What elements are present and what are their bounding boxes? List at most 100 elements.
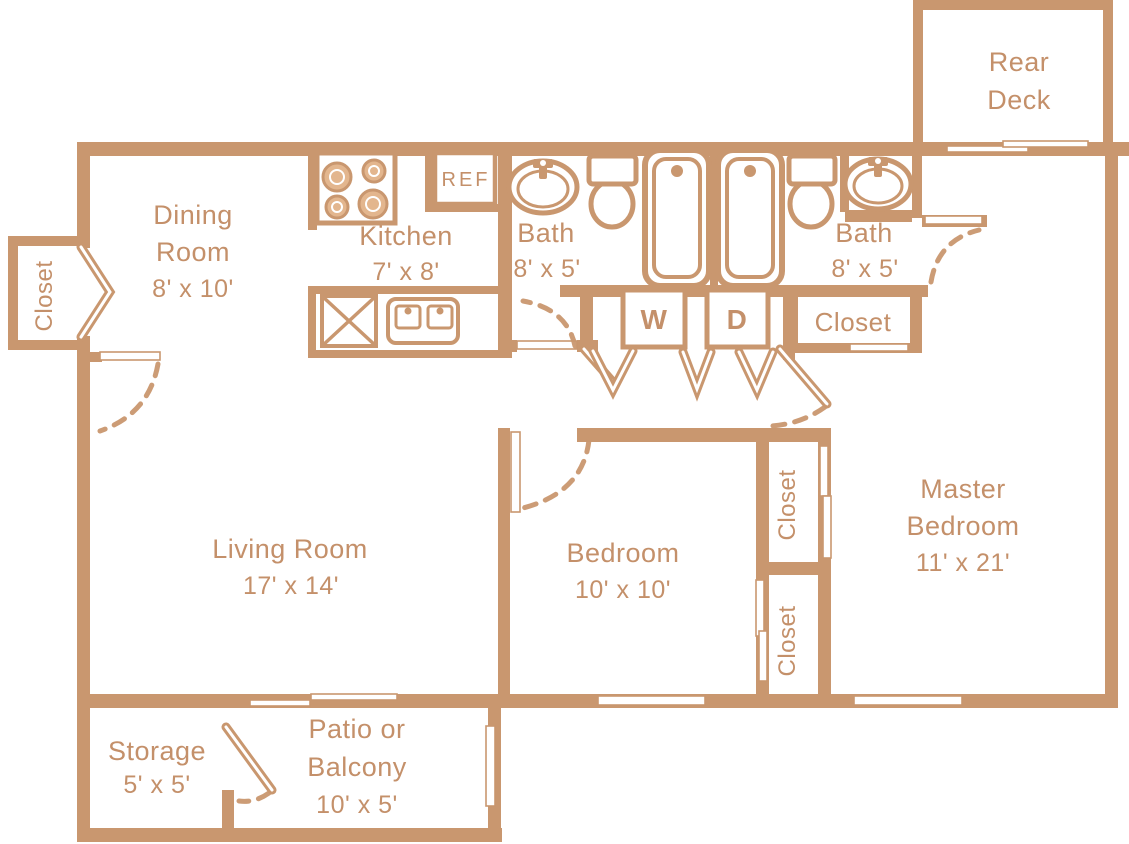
dining-closet-label: Closet (31, 260, 58, 331)
bedroom-closet-bypass-door-2 (758, 630, 768, 682)
deck-slider-panel (946, 145, 1029, 153)
bedroom-label: Bedroom 10' x 10' (566, 538, 679, 604)
svg-text:10' x 10': 10' x 10' (575, 576, 671, 604)
svg-text:Patio or: Patio or (308, 714, 405, 744)
svg-text:Dining: Dining (153, 200, 233, 230)
storage-door-arc (236, 790, 272, 804)
svg-text:8' x 5': 8' x 5' (831, 255, 898, 283)
door-swing-arcs (97, 227, 982, 804)
svg-text:Storage: Storage (108, 736, 206, 766)
kitchen-label: Kitchen 7' x 8' (359, 221, 453, 286)
patio-slider-panel (249, 699, 311, 707)
svg-text:17' x 14': 17' x 14' (243, 572, 339, 600)
kitchen-counter (308, 286, 504, 358)
svg-text:Bath: Bath (517, 218, 575, 248)
refrigerator-icon: REF (425, 150, 498, 212)
closet-column-divider (756, 562, 831, 575)
bath1-label: Bath 8' x 5' (513, 218, 580, 283)
bedroom-door-leaf (510, 431, 521, 513)
bedroom-window (597, 695, 706, 706)
kitchen-right-wall (498, 142, 512, 358)
deck-top-wall (913, 0, 1113, 10)
svg-text:Master: Master (920, 474, 1006, 504)
bath1-door-wall-left (498, 340, 517, 352)
bath1-door-leaf (516, 340, 578, 350)
windows-and-sliders (99, 140, 1089, 807)
storage-divider-wall (222, 790, 234, 842)
svg-text:8' x 10': 8' x 10' (152, 275, 234, 303)
bedroom-door-arc (516, 437, 592, 512)
bedroom-left-wall (498, 428, 510, 708)
master-door-arc (768, 404, 828, 429)
svg-text:Room: Room (156, 237, 230, 267)
bath1-sink-icon (506, 158, 580, 216)
left-wall-lower (77, 336, 90, 842)
bath2-door-arc (928, 227, 982, 285)
fixtures: REF (308, 147, 914, 358)
svg-text:Kitchen: Kitchen (359, 221, 453, 251)
bath2-toilet-icon (786, 153, 838, 230)
dining-closet-bottom-wall (8, 340, 83, 350)
bath2-sink-icon (842, 156, 914, 212)
stove-icon (308, 150, 398, 230)
living-room-label: Living Room 17' x 14' (212, 534, 368, 600)
bath-divider-wall (710, 142, 718, 285)
double-sink-icon (386, 297, 460, 345)
hall-bifold-door (734, 347, 778, 402)
laundry-right-wall (783, 297, 795, 360)
svg-text:Living Room: Living Room (212, 534, 368, 564)
dining-door-leaf (99, 351, 161, 361)
dining-closet-top-wall (8, 236, 83, 246)
bath2-label: Bath 8' x 5' (831, 218, 898, 283)
linen-closet-right-wall (910, 285, 922, 353)
linen-closet-slider (849, 343, 909, 352)
bedroom-closet-bypass-door (755, 579, 765, 637)
patio-side-window (485, 725, 496, 807)
bath1-tub-icon (642, 147, 712, 289)
washer-bifold-door (588, 346, 638, 400)
dining-room-label: Dining Room 8' x 10' (152, 200, 234, 303)
pantry-x-icon (320, 294, 378, 348)
walls (8, 0, 1129, 842)
dryer-bifold-door (678, 347, 716, 402)
dryer-label: D (727, 304, 748, 335)
svg-text:7' x 8': 7' x 8' (372, 258, 439, 286)
dining-door-arc (97, 361, 161, 434)
svg-text:Balcony: Balcony (307, 752, 407, 782)
hall-south-wall (577, 428, 830, 442)
master-closet-label: Closet (774, 469, 801, 540)
svg-text:11' x 21': 11' x 21' (916, 549, 1010, 577)
rear-deck-label: Rear Deck (987, 47, 1051, 115)
bottom-outer-wall (77, 828, 502, 842)
linen-closet-label: Closet (815, 307, 892, 337)
master-window (853, 695, 963, 706)
deck-right-wall (1103, 0, 1113, 152)
svg-text:Deck: Deck (987, 85, 1051, 115)
master-bedroom-label: Master Bedroom 11' x 21' (906, 474, 1019, 577)
washer-label: W (641, 304, 668, 335)
svg-text:Bedroom: Bedroom (906, 511, 1019, 541)
dryer-box: D (704, 287, 771, 350)
dining-closet-left-wall (8, 236, 18, 350)
storage-label: Storage 5' x 5' (108, 736, 206, 799)
bedroom-closet-label: Closet (774, 605, 801, 676)
room-labels: Rear Deck Dining Room 8' x 10' Kitchen 7… (31, 47, 1051, 819)
refrigerator-label: REF (442, 169, 491, 191)
bath2-door-leaf (924, 215, 983, 225)
master-closet-bypass-door (819, 445, 829, 497)
patio-label: Patio or Balcony 10' x 5' (307, 714, 407, 819)
svg-text:8' x 5': 8' x 5' (513, 255, 580, 283)
svg-text:Bedroom: Bedroom (566, 538, 679, 568)
door-leaves (76, 242, 832, 795)
deck-left-wall (913, 0, 923, 152)
dining-closet-bifold-door (76, 242, 116, 342)
bath1-door-arc (520, 298, 578, 349)
dining-door-stub (77, 352, 102, 362)
svg-text:Rear: Rear (989, 47, 1050, 77)
right-wall (1105, 156, 1118, 708)
svg-text:10' x 5': 10' x 5' (316, 791, 398, 819)
laundry-left-jamb (580, 297, 593, 347)
bath2-east-wall (912, 142, 922, 218)
